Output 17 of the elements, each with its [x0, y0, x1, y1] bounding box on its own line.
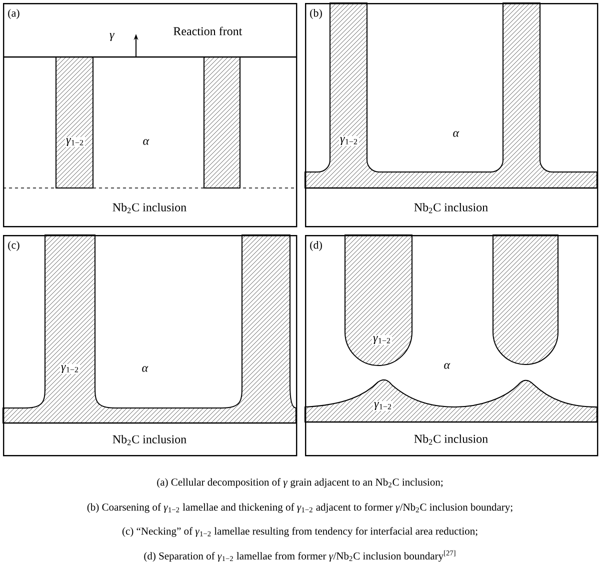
caption-line: (b) Coarsening of γ$_{1−2}$ lamellae and thickening of γ$_{1−2}$ adjacent to former γ/Nb$_{2}$C inclusion boundary; — [87, 503, 512, 513]
caption-line: (a) Cellular decomposition of γ grain adjacent to an Nb$_{2}$C inclusion; — [157, 478, 443, 488]
phase-label: α — [142, 366, 148, 372]
caption-line: (d) Separation of γ$_{1−2}$ lamellae from former γ/Nb$_{2}$C inclusion boundary$^{[27]}$ — [144, 550, 456, 562]
inclusion-band: Nb$_{2}$C inclusion — [2, 188, 296, 214]
annotation: Reaction front — [174, 26, 242, 36]
caption-line: (c) “Necking” of γ$_{1−2}$ lamellae resulting from tendency for interfacial area reduction; — [122, 527, 478, 537]
phase-label: γ$_{1−2}$ — [372, 334, 392, 346]
phase-label: γ$_{1−2}$ — [65, 136, 85, 148]
phase-label: α — [143, 139, 150, 145]
phase-label: γ — [110, 32, 114, 42]
phase-label: γ$_{1−2}$ — [373, 400, 393, 412]
phase-label: α — [444, 363, 450, 369]
phase-label: γ$_{1−2}$ — [60, 364, 80, 374]
inclusion-band: Nb$_{2}$C inclusion — [305, 421, 597, 445]
inclusion-band: Nb$_{2}$C inclusion — [305, 187, 597, 214]
inclusion-band: Nb$_{2}$C inclusion — [3, 422, 296, 446]
